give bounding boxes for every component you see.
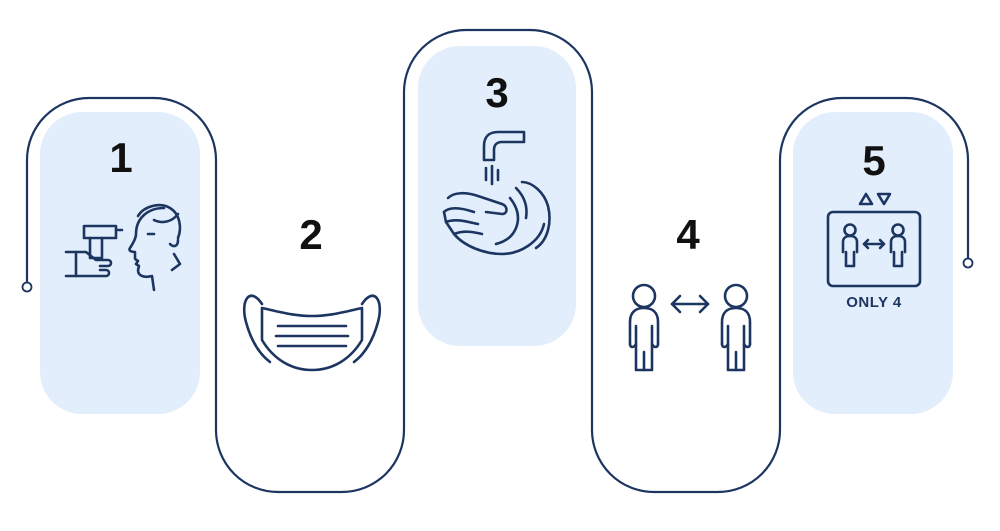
- social-distance-icon: [622, 282, 758, 378]
- step-5-panel: [793, 112, 953, 414]
- elevator-up-arrow-icon: [860, 194, 872, 204]
- end-dot: [962, 257, 974, 269]
- step-3-panel: [418, 46, 576, 346]
- start-dot: [21, 281, 33, 293]
- step-1-panel: [40, 112, 200, 414]
- face-mask-icon: [240, 282, 384, 378]
- step-2-number: 2: [299, 211, 323, 258]
- frame-line: [25, 28, 970, 494]
- step-4-number: 4: [676, 211, 700, 258]
- step-5-number: 5: [862, 137, 886, 184]
- step-3-number: 3: [485, 69, 509, 116]
- elevator-capacity-label: ONLY 4: [846, 294, 902, 311]
- step-1-number: 1: [109, 134, 133, 181]
- hand-washing-icon: [440, 126, 560, 266]
- temperature-check-icon: [62, 200, 190, 296]
- elevator-icon: [824, 186, 924, 288]
- elevator-down-arrow-icon: [878, 194, 890, 204]
